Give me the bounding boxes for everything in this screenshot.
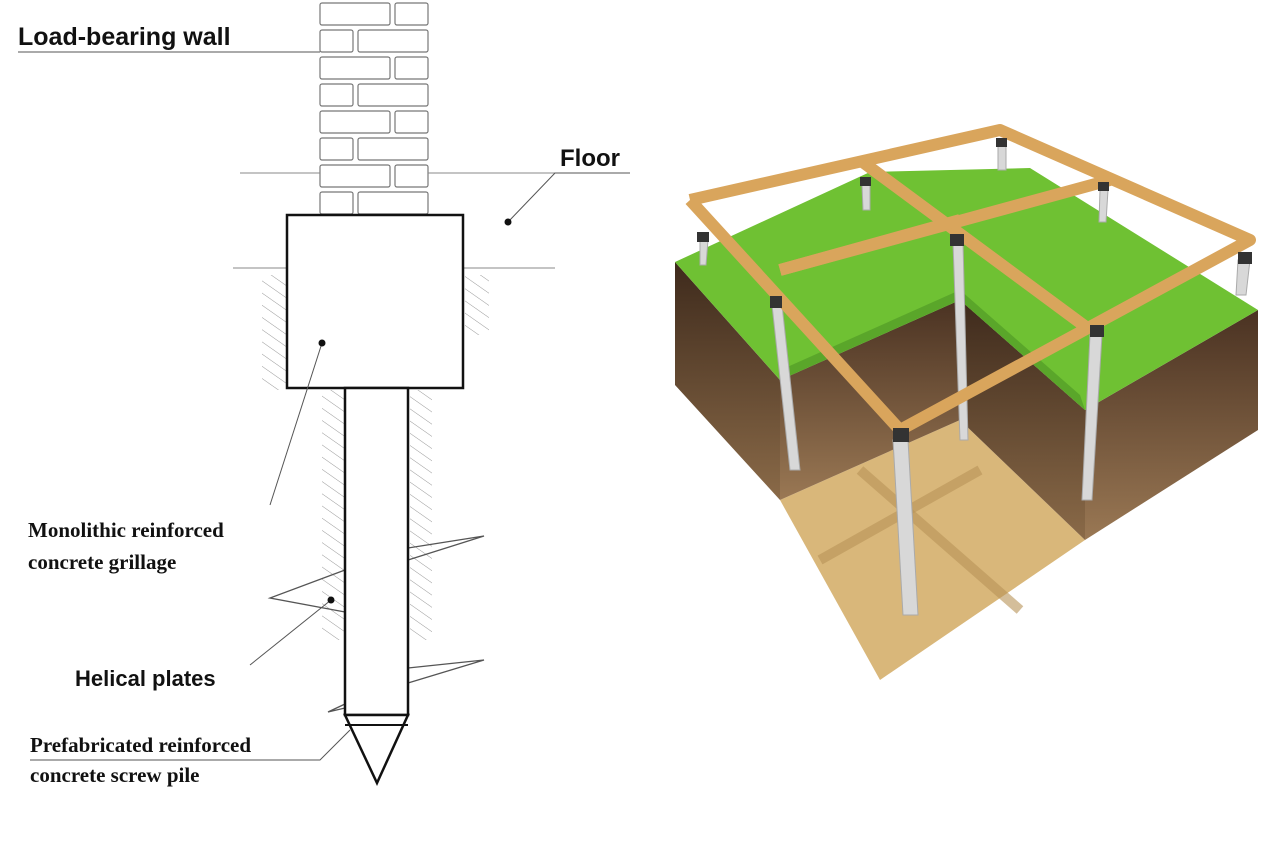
foundation-illustration [675, 124, 1258, 680]
brick [319, 29, 354, 53]
brick [319, 2, 391, 26]
label-pile-line2: concrete screw pile [30, 763, 200, 787]
label-load-bearing-wall: Load-bearing wall [18, 23, 231, 51]
wooden-frame [685, 124, 1256, 436]
section-drawing: Load-bearing wall Floor Monolithic reinf… [18, 2, 630, 787]
soil-inner-face-2 [960, 300, 1085, 540]
brick [394, 164, 429, 188]
label-grillage-line1: Monolithic reinforced [28, 518, 224, 542]
brick [319, 83, 354, 107]
screw-pile [343, 386, 410, 717]
brick [357, 29, 429, 53]
label-grillage-line2: concrete grillage [28, 550, 176, 574]
brick [319, 56, 391, 80]
brick-wall [319, 2, 429, 215]
brick [357, 137, 429, 161]
brick [357, 83, 429, 107]
soil-right-face [1085, 310, 1258, 540]
label-helical-plates: Helical plates [75, 666, 216, 691]
soil-hatch [465, 275, 489, 335]
sand-base [780, 420, 1085, 680]
brick [394, 110, 429, 134]
brick [394, 56, 429, 80]
label-pile-line1: Prefabricated reinforced [30, 733, 251, 757]
brick [319, 164, 391, 188]
pile-tip [343, 713, 410, 786]
helical-plates [267, 535, 485, 713]
grillage-block [285, 213, 465, 390]
label-floor: Floor [560, 145, 620, 172]
brick [357, 191, 429, 215]
soil-left-face [675, 262, 780, 500]
pile-caps [697, 138, 1252, 442]
brick [319, 110, 391, 134]
soil-hatch [322, 390, 344, 640]
brick [319, 191, 354, 215]
leader-lines [18, 51, 630, 761]
brick [394, 2, 429, 26]
soil-hatch [262, 275, 286, 390]
brick [319, 137, 354, 161]
soil-hatch [410, 390, 432, 640]
